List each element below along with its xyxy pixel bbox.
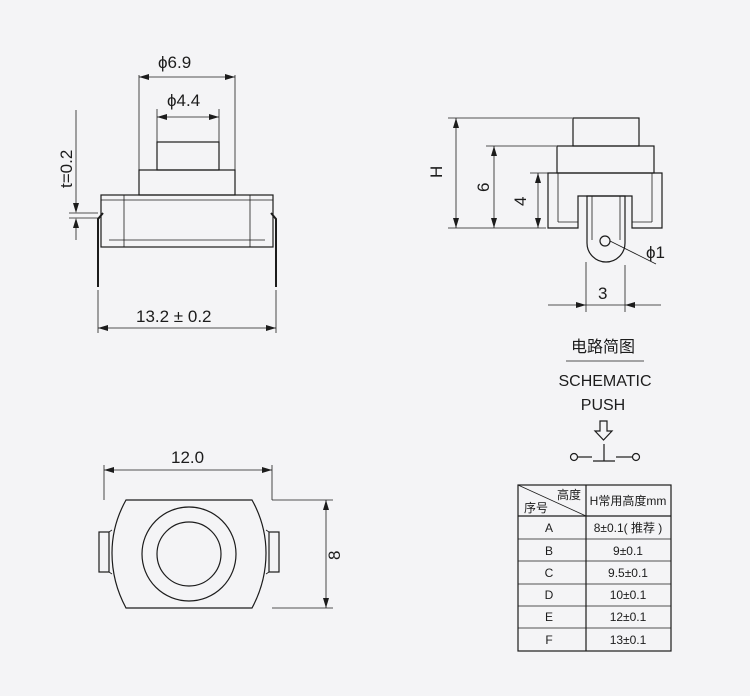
table-row-id: A xyxy=(545,521,553,535)
bottom-height-label: 8 xyxy=(325,551,344,560)
table-row-value: 12±0.1 xyxy=(610,610,647,624)
table-header: H常用高度mm xyxy=(590,493,667,508)
bottom-view: 12.0 8 xyxy=(98,448,344,609)
pin-diameter-label: ϕ1 xyxy=(646,243,665,262)
schematic-title-en: SCHEMATIC xyxy=(558,373,651,390)
outer-diameter-label: ϕ6.9 xyxy=(158,53,191,72)
bottom-width-label: 12.0 xyxy=(171,448,204,467)
table-row-value: 10±0.1 xyxy=(610,588,647,602)
switch-symbol-icon xyxy=(569,444,641,462)
thickness-label: t=0.2 xyxy=(57,150,76,188)
schematic: 电路简图 SCHEMATIC PUSH xyxy=(558,338,652,462)
table-row-id: C xyxy=(545,566,554,580)
table-row-id: B xyxy=(545,544,553,558)
table-row-value: 9.5±0.1 xyxy=(608,566,648,580)
height-table: 高度 序号 H常用高度mm A 8±0.1( 推荐 ) B 9±0.1 C 9.… xyxy=(517,484,672,652)
schematic-title-cn: 电路简图 xyxy=(571,338,635,356)
profile-four-label: 4 xyxy=(511,197,530,206)
side-view: ϕ6.9 ϕ4.4 t=0.2 13.2 ± 0 xyxy=(57,53,277,333)
table-row-id: F xyxy=(545,633,552,647)
profile-view: H 6 4 ϕ1 3 xyxy=(427,117,665,312)
table-corner-top: 高度 xyxy=(557,487,581,502)
table-row-id: D xyxy=(545,588,554,602)
inner-diameter-label: ϕ4.4 xyxy=(167,91,200,110)
schematic-subtitle: PUSH xyxy=(581,397,625,414)
table-row-value: 8±0.1( 推荐 ) xyxy=(594,521,663,535)
table-row-value: 9±0.1 xyxy=(613,544,643,558)
table-row-value: 13±0.1 xyxy=(610,633,647,647)
table-row-id: E xyxy=(545,610,553,624)
pin-offset-label: 3 xyxy=(598,284,607,303)
table-corner-bottom: 序号 xyxy=(524,500,548,515)
profile-six-label: 6 xyxy=(474,183,493,192)
width-label: 13.2 ± 0.2 xyxy=(136,307,212,326)
profile-h-label: H xyxy=(427,166,446,178)
push-arrow-icon xyxy=(593,420,614,441)
